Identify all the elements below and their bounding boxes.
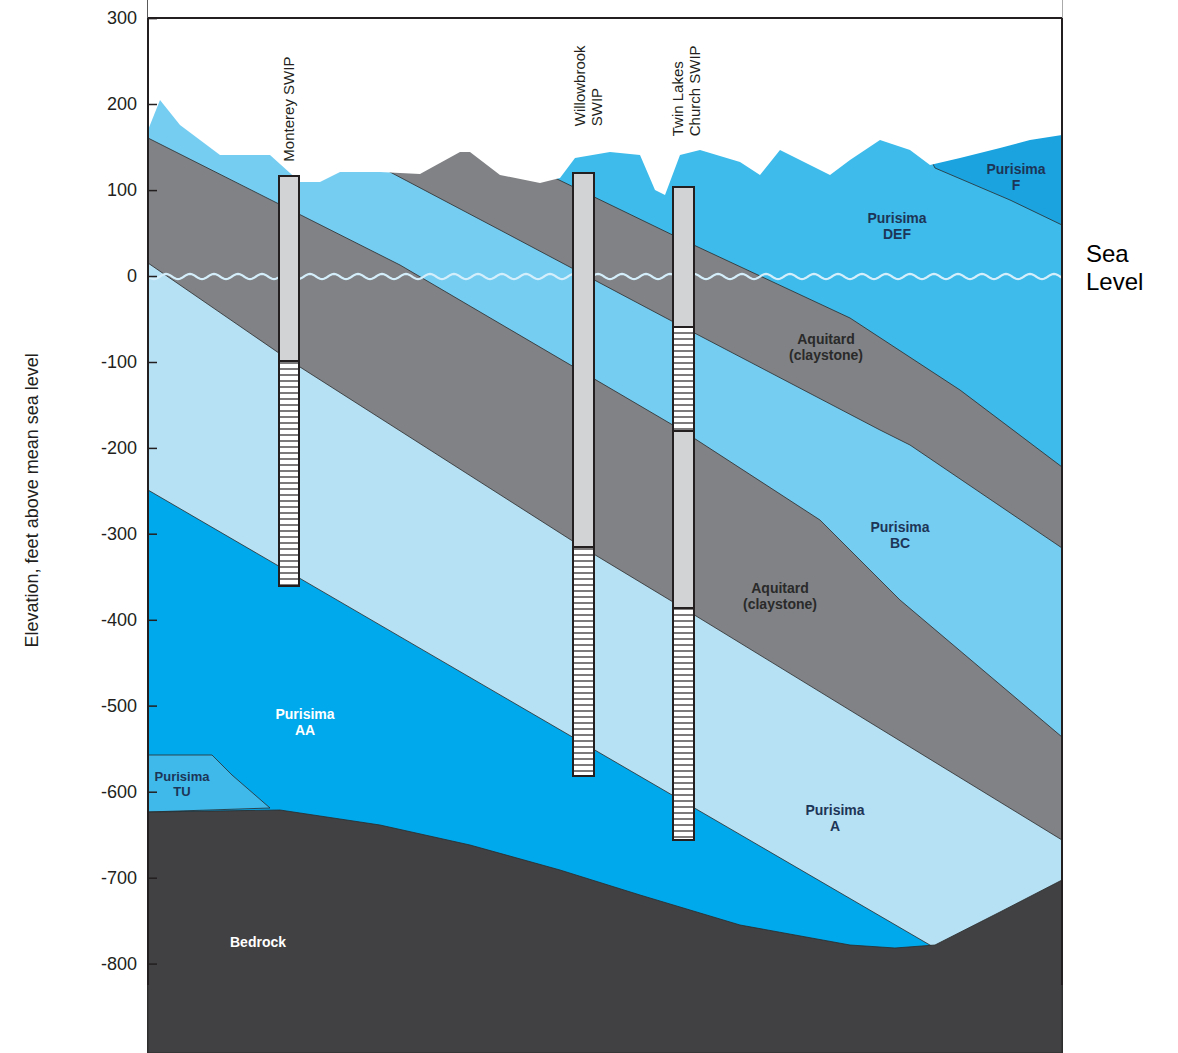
layer-name: Aquitard (claystone)	[781, 331, 871, 363]
axis-tick-label: -600	[101, 782, 137, 803]
axis-tick	[148, 705, 157, 707]
axis-tick-label: -800	[101, 954, 137, 975]
sky	[148, 0, 1062, 195]
well-name: Twin Lakes Church SWIP	[669, 40, 704, 136]
axis-tick	[148, 104, 157, 106]
well-screen	[673, 608, 694, 840]
well-casing	[279, 176, 299, 361]
sea-level-label: Sea Level	[1086, 240, 1150, 295]
layer-name: Purisima DEF	[864, 210, 930, 242]
axis-tick-label: 0	[127, 266, 137, 287]
axis-tick-label: -500	[101, 696, 137, 717]
layer-name: Aquitard (claystone)	[735, 580, 825, 612]
well-casing	[573, 173, 594, 547]
frame-line	[148, 17, 1062, 19]
layer-name: Purisima A	[802, 802, 868, 834]
layer-name: Purisima TU	[151, 770, 213, 800]
well-screen	[573, 547, 594, 776]
axis-tick	[148, 963, 157, 965]
axis-tick	[148, 448, 157, 450]
bedrock	[148, 810, 1062, 1053]
frame-line	[147, 18, 149, 985]
axis-tick	[148, 190, 157, 192]
axis-title: Elevation, feet above mean sea level	[22, 353, 43, 647]
axis-tick	[148, 276, 157, 278]
layer-name: Bedrock	[230, 934, 286, 950]
layer-name: Purisima F	[983, 161, 1049, 193]
axis-tick	[148, 877, 157, 879]
layer-name: Purisima AA	[272, 706, 338, 738]
well-screen	[673, 327, 694, 431]
layer-f	[148, 0, 1062, 1053]
axis-tick	[148, 362, 157, 364]
axis-tick-label: -100	[101, 352, 137, 373]
well-casing	[673, 187, 694, 327]
layer-name: Purisima BC	[867, 519, 933, 551]
well-screen	[279, 361, 299, 586]
layer-tu	[148, 755, 270, 812]
well-casing	[673, 431, 694, 608]
axis-tick	[148, 533, 157, 535]
axis-tick-label: 200	[107, 94, 137, 115]
axis-tick-label: 300	[107, 8, 137, 29]
frame-line	[1061, 18, 1063, 985]
axis-tick	[148, 791, 157, 793]
layer-bc	[148, 50, 1062, 1053]
axis-tick-label: -300	[101, 524, 137, 545]
well-name: Willowbrook SWIP	[571, 34, 606, 126]
axis-tick-label: 100	[107, 180, 137, 201]
layer-a	[148, 263, 1062, 1053]
well-name: Monterey SWIP	[280, 22, 297, 162]
layer-def	[148, 0, 1062, 1053]
axis-tick-label: -200	[101, 438, 137, 459]
aquitard-lower	[148, 138, 1062, 1053]
aquitard-upper	[148, 0, 1062, 1053]
axis-tick-label: -400	[101, 610, 137, 631]
axis-tick	[148, 18, 157, 20]
axis-tick-label: -700	[101, 868, 137, 889]
axis-tick	[148, 620, 157, 622]
